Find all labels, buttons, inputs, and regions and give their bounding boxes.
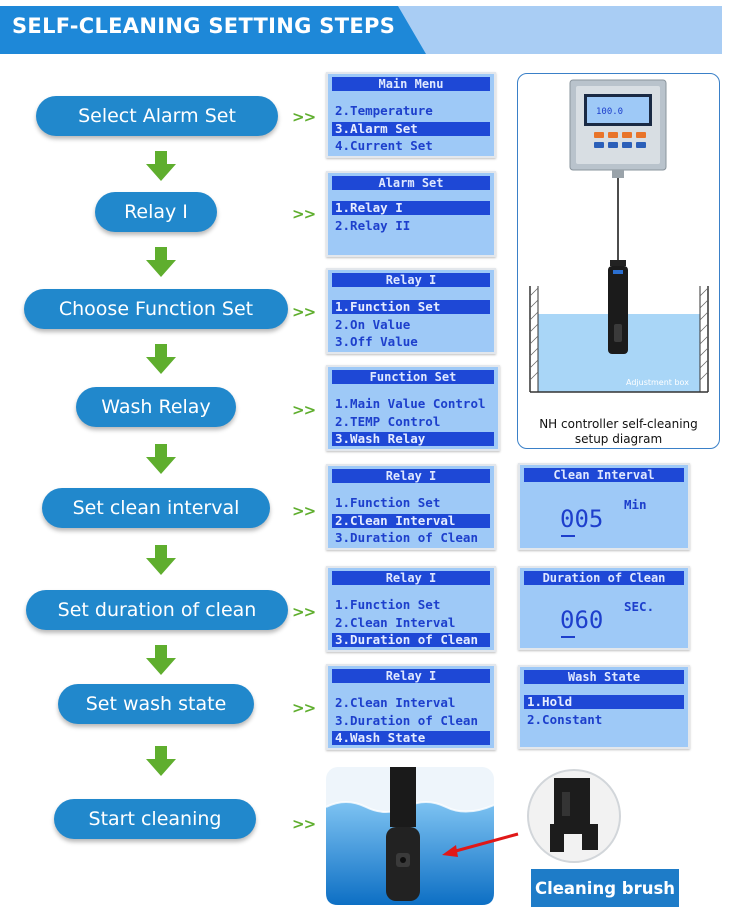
lcd-row-selected: 3.Wash Relay — [332, 432, 494, 446]
down-arrow-icon — [146, 746, 176, 776]
lcd-row-selected: 1.Hold — [524, 695, 684, 709]
page-title: SELF-CLEANING SETTING STEPS — [12, 14, 396, 38]
lcd-row-selected: 1.Function Set — [332, 300, 490, 314]
lcd-row: 1.Main Value Control — [335, 396, 486, 411]
lcd-row: 1.Function Set — [335, 597, 441, 612]
down-arrow-icon — [146, 247, 176, 277]
diagram-caption-line2: setup diagram — [574, 432, 663, 446]
lcd-row: 2.Clean Interval — [335, 615, 456, 630]
svg-text:Adjustment box: Adjustment box — [626, 378, 689, 387]
lcd-title: Alarm Set — [332, 176, 490, 190]
lcd-title: Clean Interval — [524, 468, 684, 482]
lcd-row: 2.Constant — [527, 712, 603, 727]
step-set-wash-state: Set wash state — [58, 684, 254, 724]
diagram-caption-line1: NH controller self-cleaning — [539, 417, 698, 431]
step-separator: >> — [292, 205, 316, 223]
lcd-wash-state: Wash State 1.Hold 2.Constant — [518, 665, 690, 749]
down-arrow-icon — [146, 344, 176, 374]
step-select-alarm-set: Select Alarm Set — [36, 96, 278, 136]
lcd-title: Duration of Clean — [524, 571, 684, 585]
lcd-title: Function Set — [332, 370, 494, 384]
lcd-title: Wash State — [524, 670, 684, 684]
clean-interval-unit: Min — [624, 497, 647, 512]
step-wash-relay: Wash Relay — [76, 387, 236, 427]
lcd-relay-wash-state: Relay I 2.Clean Interval 3.Duration of C… — [326, 664, 496, 750]
svg-text:100.0: 100.0 — [596, 107, 623, 117]
clean-interval-value: 005 — [560, 505, 604, 533]
cursor — [561, 535, 575, 537]
duration-value: 060 — [560, 606, 604, 634]
lcd-row: 2.On Value — [335, 317, 411, 332]
step-separator: >> — [292, 401, 316, 419]
duration-unit: SEC. — [624, 599, 655, 614]
lcd-title: Relay I — [332, 571, 490, 585]
step-separator: >> — [292, 108, 316, 126]
down-arrow-icon — [146, 444, 176, 474]
lcd-row-selected: 1.Relay I — [332, 201, 490, 215]
lcd-relay-function-set: Relay I 1.Function Set 2.On Value 3.Off … — [326, 268, 496, 354]
lcd-row-selected: 3.Alarm Set — [332, 122, 490, 136]
lcd-row: 3.Duration of Clean — [335, 530, 478, 545]
down-arrow-icon — [146, 151, 176, 181]
lcd-title: Main Menu — [332, 77, 490, 91]
lcd-row: 2.TEMP Control — [335, 414, 441, 429]
lcd-duration-of-clean: Duration of Clean 060 SEC. — [518, 566, 690, 650]
controller-setup-illustration: 100.0 Adjustment box — [529, 79, 709, 393]
step-separator: >> — [292, 502, 316, 520]
step-start-cleaning: Start cleaning — [54, 799, 256, 839]
step-relay-i: Relay I — [95, 192, 217, 232]
lcd-row-selected: 4.Wash State — [332, 731, 490, 745]
cleaning-brush-closeup — [527, 769, 621, 863]
step-separator: >> — [292, 815, 316, 833]
step-separator: >> — [292, 303, 316, 321]
header-banner — [0, 6, 426, 54]
step-set-clean-interval: Set clean interval — [42, 488, 270, 528]
lcd-row: 2.Relay II — [335, 218, 411, 233]
lcd-relay-clean-interval: Relay I 1.Function Set 2.Clean Interval … — [326, 464, 496, 550]
lcd-title: Relay I — [332, 273, 490, 287]
lcd-function-set: Function Set 1.Main Value Control 2.TEMP… — [326, 365, 500, 451]
lcd-row: 1.Function Set — [335, 495, 441, 510]
lcd-alarm-set: Alarm Set 1.Relay I 2.Relay II — [326, 171, 496, 257]
step-separator: >> — [292, 603, 316, 621]
lcd-row: 3.Off Value — [335, 334, 418, 349]
lcd-row: 2.Temperature — [335, 103, 433, 118]
red-arrow-icon — [442, 832, 519, 857]
lcd-title: Relay I — [332, 669, 490, 683]
step-set-duration-of-clean: Set duration of clean — [26, 590, 288, 630]
lcd-row-selected: 2.Clean Interval — [332, 514, 490, 528]
controller-diagram: 100.0 Adjustment box — [517, 73, 720, 449]
sensor-in-water-illustration — [326, 767, 494, 905]
down-arrow-icon — [146, 645, 176, 675]
lcd-main-menu: Main Menu 2.Temperature 3.Alarm Set 4.Cu… — [326, 72, 496, 158]
lcd-title: Relay I — [332, 469, 490, 483]
lcd-row: 4.Current Set — [335, 138, 433, 153]
lcd-row: 2.Clean Interval — [335, 695, 456, 710]
lcd-row-selected: 3.Duration of Clean — [332, 633, 490, 647]
lcd-clean-interval: Clean Interval 005 Min — [518, 463, 690, 550]
lcd-row: 3.Duration of Clean — [335, 713, 478, 728]
step-choose-function-set: Choose Function Set — [24, 289, 288, 329]
cursor — [561, 636, 575, 638]
step-separator: >> — [292, 699, 316, 717]
down-arrow-icon — [146, 545, 176, 575]
lcd-relay-duration: Relay I 1.Function Set 2.Clean Interval … — [326, 566, 496, 652]
cleaning-brush-label: Cleaning brush — [531, 869, 679, 907]
